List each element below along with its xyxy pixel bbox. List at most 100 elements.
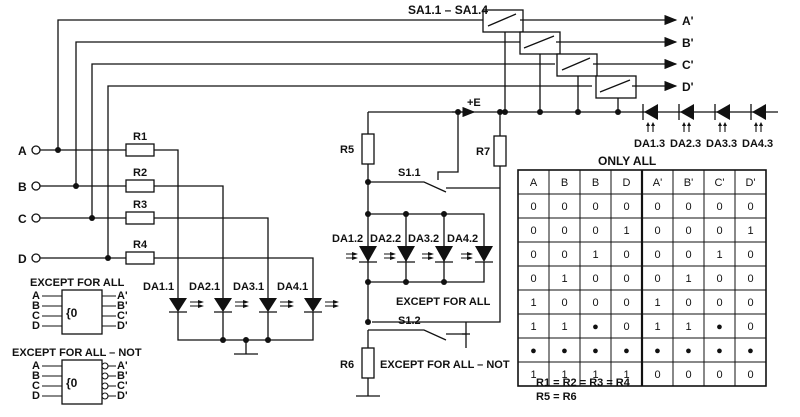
input-label-d: D — [18, 252, 27, 266]
table-cell: ● — [716, 321, 723, 333]
block2-out-d: D' — [117, 390, 128, 402]
bottom-leds — [169, 290, 339, 355]
table-cell: 0 — [623, 201, 629, 213]
table-cell: 0 — [623, 321, 629, 333]
r5-label: R5 — [340, 144, 354, 156]
supply-label: +E — [467, 97, 481, 109]
table-cell: 0 — [623, 249, 629, 261]
table-cell: 0 — [592, 297, 598, 309]
table-cell: ● — [747, 345, 754, 357]
table-cell: ● — [592, 321, 599, 333]
output-label-a: A' — [682, 14, 694, 28]
table-cell: 1 — [716, 249, 722, 261]
top-leds — [640, 104, 778, 132]
table-cell: 0 — [561, 201, 567, 213]
r3-label: R3 — [133, 199, 147, 211]
block-in-a: A — [32, 290, 40, 302]
table-cell: 0 — [747, 321, 753, 333]
block2-out-a: A' — [117, 360, 128, 372]
switch-block — [482, 9, 678, 115]
table-cell: 0 — [716, 225, 722, 237]
led-label-top-1: DA1.3 — [634, 138, 665, 150]
switch-s11 — [365, 112, 500, 193]
table-cell: 0 — [592, 273, 598, 285]
table-cell: 0 — [747, 369, 753, 381]
supply-bus — [361, 106, 640, 323]
block-in-b: B — [32, 300, 40, 312]
switch-s12 — [356, 282, 470, 397]
led-label-mid-1: DA1.2 — [332, 233, 363, 245]
table-cell: 0 — [747, 297, 753, 309]
table-header-cell: A — [530, 177, 538, 189]
table-cell: 0 — [747, 249, 753, 261]
block2-out-c: C' — [117, 380, 128, 392]
block-out-a: A' — [117, 290, 128, 302]
table-cell: 0 — [685, 225, 691, 237]
led-label-mid-3: DA3.2 — [408, 233, 439, 245]
block-symbol-except: {0 — [66, 306, 78, 320]
equation-1: R1 = R2 = R3 = R4 — [536, 377, 631, 389]
equation-2: R5 = R6 — [536, 391, 577, 403]
table-cell: 1 — [530, 369, 536, 381]
table-cell: 0 — [685, 249, 691, 261]
table-cell: 1 — [561, 369, 567, 381]
s11-label: S1.1 — [398, 167, 421, 179]
block-in-c: C — [32, 310, 40, 322]
table-cell: 1 — [530, 321, 536, 333]
led-label-2: DA2.1 — [189, 281, 220, 293]
table-cell: 0 — [654, 201, 660, 213]
table-cell: 0 — [561, 297, 567, 309]
input-resistors — [125, 143, 155, 265]
led-label-top-3: DA3.3 — [706, 138, 737, 150]
table-cell: 1 — [530, 297, 536, 309]
table-cell: 0 — [592, 201, 598, 213]
block2-in-a: A — [32, 360, 40, 372]
table-header-cell: B' — [684, 177, 693, 189]
r1-label: R1 — [133, 131, 147, 143]
table-cell: 0 — [716, 273, 722, 285]
table-cell: 1 — [654, 321, 660, 333]
table-cell: 0 — [530, 249, 536, 261]
block-title-except-not: EXCEPT FOR ALL – NOT — [12, 347, 142, 359]
table-cell: 0 — [685, 201, 691, 213]
output-label-d: D' — [682, 80, 694, 94]
table-cell: 1 — [592, 369, 598, 381]
block-in-d: D — [32, 320, 40, 332]
block-out-b: B' — [117, 300, 128, 312]
block2-in-c: C — [32, 380, 40, 392]
table-cell: 0 — [654, 273, 660, 285]
input-label-b: B — [18, 180, 27, 194]
table-cell: 0 — [530, 225, 536, 237]
output-label-b: B' — [682, 36, 694, 50]
block-symbol-except-not: {0 — [66, 376, 78, 390]
table-cell: ● — [685, 345, 692, 357]
table-cell: 1 — [685, 273, 691, 285]
labels: SA1.1 – SA1.4 A' B' C' D' A B C D R1 R2 … — [12, 3, 773, 402]
table-cell: ● — [716, 345, 723, 357]
input-label-a: A — [18, 144, 27, 158]
table-cell: 0 — [561, 249, 567, 261]
table-header-cell: B — [592, 177, 599, 189]
middle-leds — [346, 211, 493, 285]
table-cell: 0 — [716, 369, 722, 381]
table-cell: 0 — [747, 201, 753, 213]
block2-in-b: B — [32, 370, 40, 382]
table-cell: 0 — [685, 369, 691, 381]
led-label-top-2: DA2.3 — [670, 138, 701, 150]
table-cell: 1 — [561, 321, 567, 333]
table-cell: ● — [561, 345, 568, 357]
r7-label: R7 — [476, 146, 490, 158]
table-cell: ● — [530, 345, 537, 357]
table-cell: 0 — [747, 273, 753, 285]
block-title-except: EXCEPT FOR ALL — [30, 277, 125, 289]
output-label-c: C' — [682, 58, 694, 72]
block-out-d: D' — [117, 320, 128, 332]
switch-label: SA1.1 – SA1.4 — [408, 3, 488, 17]
table-cell: 0 — [530, 273, 536, 285]
table-cell: 0 — [716, 297, 722, 309]
logic-block-except — [42, 289, 116, 335]
led-label-mid-2: DA2.2 — [370, 233, 401, 245]
table-cell: 0 — [592, 225, 598, 237]
